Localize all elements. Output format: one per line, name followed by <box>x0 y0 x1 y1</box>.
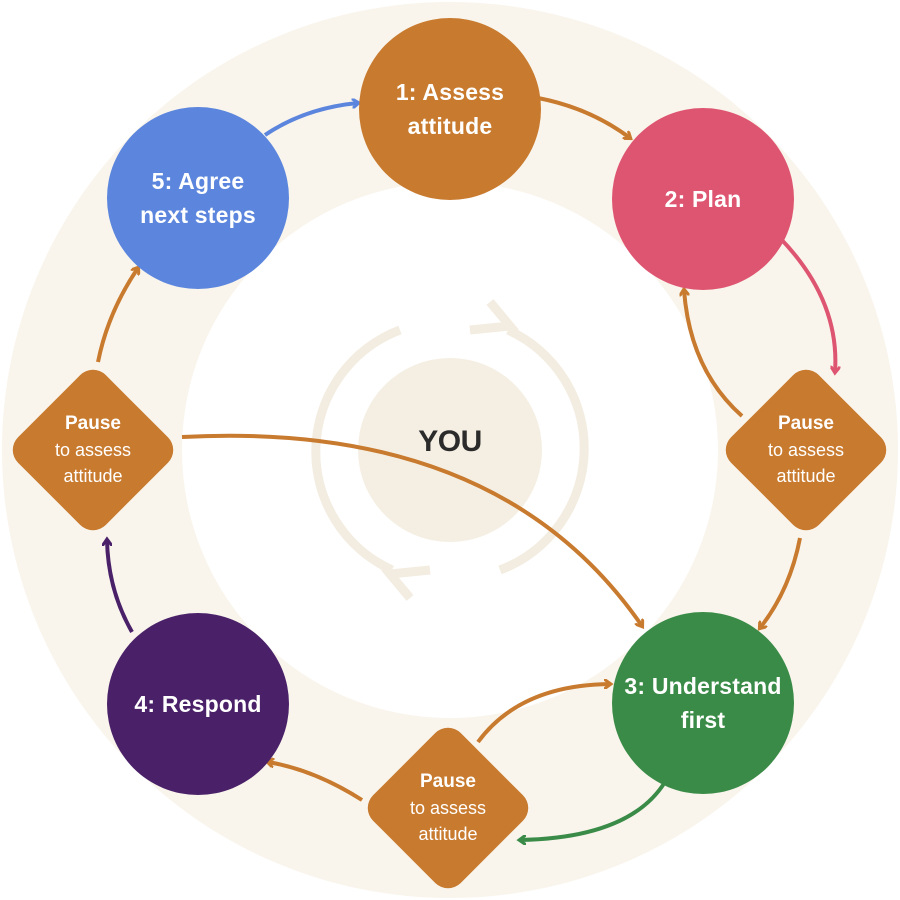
step-3-line2: first <box>680 707 726 733</box>
step-1-assess-attitude: 1: Assess attitude <box>359 18 541 200</box>
pause-right-text: Pause to assess attitude <box>726 400 886 500</box>
center-label: YOU <box>418 425 482 458</box>
step-1-line2: attitude <box>407 113 493 139</box>
arrow-understand-to-pause <box>520 780 667 840</box>
pause-right-line2: to assess <box>767 440 845 460</box>
arrow-pause-to-agree <box>96 268 138 363</box>
arrow-pause-skip-to-understand <box>181 433 642 626</box>
step-5-line1: 5: Agree <box>151 168 245 194</box>
arrow-assess-to-plan <box>537 96 630 138</box>
step-3-line1: 3: Understand <box>624 673 782 699</box>
arrow-plan-to-pause <box>778 236 835 372</box>
pause-right-line3: attitude <box>776 466 836 486</box>
pause-left-line2: to assess <box>54 440 132 460</box>
step-4-line1: 4: Respond <box>134 691 262 717</box>
step-2-plan: 2: Plan <box>612 108 794 290</box>
pause-right-title: Pause <box>778 413 834 434</box>
step-3-understand-first: 3: Understand first <box>612 612 794 794</box>
step-5-agree-next-steps: 5: Agree next steps <box>107 107 289 289</box>
step-1-line1: 1: Assess <box>395 79 505 105</box>
pause-left-line3: attitude <box>63 466 123 486</box>
arrow-agree-to-assess <box>263 103 358 137</box>
arrow-pause-back-to-plan <box>684 290 744 418</box>
pause-left-text: Pause to assess attitude <box>13 400 173 500</box>
arrow-pause-to-respond <box>268 762 364 802</box>
pause-bottom-text: Pause to assess attitude <box>368 758 528 858</box>
arrow-respond-to-pause <box>107 540 134 633</box>
pause-bottom-title: Pause <box>420 771 476 792</box>
arrow-pause-to-understand <box>760 537 802 628</box>
pause-bottom-line3: attitude <box>418 824 478 844</box>
step-4-respond: 4: Respond <box>107 613 289 795</box>
arrow-pause-back-to-understand <box>476 684 610 744</box>
step-2-line1: 2: Plan <box>664 186 742 212</box>
pause-left-title: Pause <box>65 413 121 434</box>
pause-bottom-line2: to assess <box>409 798 487 818</box>
step-5-line2: next steps <box>140 202 256 228</box>
